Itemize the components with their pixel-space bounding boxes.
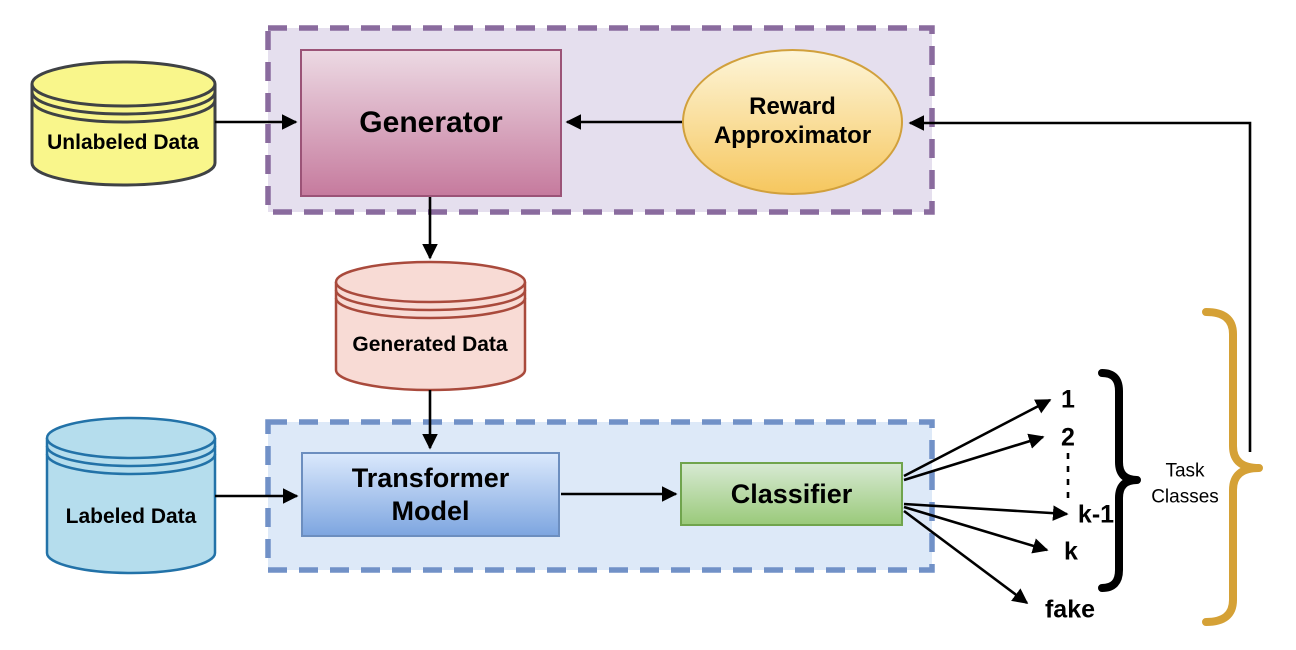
arrow-classifier-to-fake [903,509,1029,605]
cylinder-top [334,260,527,304]
arrow-classifier-to-class-2 [903,433,1045,482]
cylinder-line [45,453,217,476]
arrow-classifier-to-class-1 [903,398,1052,478]
cylinder-line [30,99,217,124]
feedback-brace [1202,308,1263,626]
cylinder-body [334,282,527,392]
cylinder-body [30,84,217,187]
classifier-node: Classifier [680,462,903,526]
task-classes-label: Task Classes [1151,460,1219,507]
generated-data-label: Generated Data [352,332,508,356]
class-label-k-1: k-1 [1077,500,1115,529]
cylinder-line [45,445,217,468]
labeled-data-label: Labeled Data [65,504,197,528]
generated-data-cylinder [334,260,527,392]
classifier-label: Classifier [730,478,853,509]
cylinder-top [45,416,217,460]
arrow-feedback-to-reward [908,115,1252,452]
task-classes-brace [1098,369,1141,592]
class-label-2: 2 [1061,423,1075,452]
reward-approximator-node: Reward Approximator [682,49,903,195]
arrow-classifier-to-class-k [903,505,1049,554]
class-label-1: 1 [1061,385,1075,414]
generator-node: Generator [300,49,562,197]
cylinder-top [30,60,217,108]
transformer-model-label: Transformer Model [351,463,510,526]
unlabeled-data-label: Unlabeled Data [47,130,199,154]
unlabeled-data-cylinder [30,60,217,187]
labeled-data-cylinder [45,416,217,575]
cylinder-line [30,91,217,116]
cylinder-line [334,297,527,320]
reward-approximator-label: Reward Approximator [713,93,872,149]
class-label-k: k [1064,537,1078,566]
arrow-classifier-to-class-k-1 [903,502,1069,521]
transformer-model-node: Transformer Model [301,452,560,537]
generator-label: Generator [359,106,503,139]
cylinder-line [334,289,527,312]
fake-label: fake [1044,595,1096,624]
